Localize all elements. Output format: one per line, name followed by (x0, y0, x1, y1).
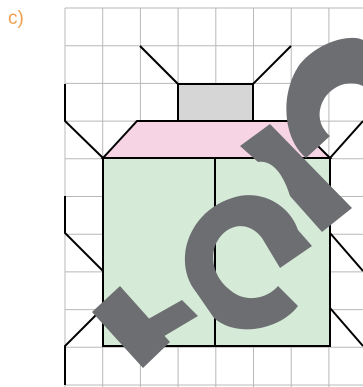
right-leg-top (330, 121, 363, 158)
right-leg-middle (330, 233, 363, 271)
right-leg-bottom (330, 308, 363, 346)
left-leg-middle (65, 196, 103, 271)
watermark-letter-c (286, 38, 363, 158)
left-leg-bottom (65, 308, 103, 385)
beetle-head (178, 84, 253, 121)
right-antenna (253, 46, 291, 84)
left-antenna (140, 46, 178, 84)
